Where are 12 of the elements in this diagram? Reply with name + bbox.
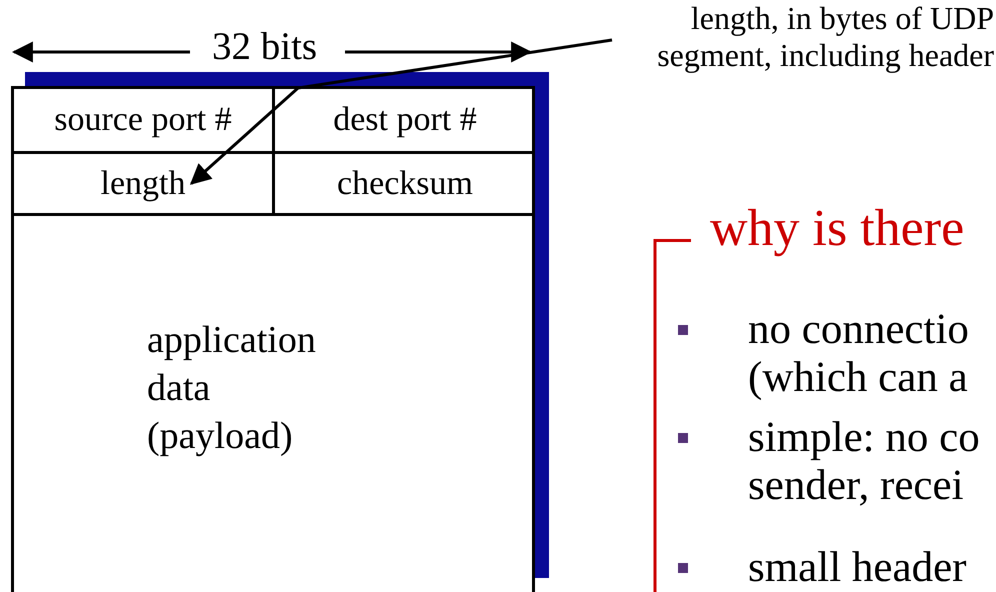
header-field: source port # [14, 89, 272, 151]
header-field: checksum [272, 151, 535, 213]
bullet-text: simple: no co sender, recei [748, 414, 981, 510]
bullet-text: small header [748, 544, 968, 592]
heading: why is there [710, 199, 964, 258]
annotation-text: length, in bytes of UDP segment, including header [612, 0, 994, 74]
dimension-label: 32 bits [212, 24, 318, 69]
header-field: length [14, 151, 272, 213]
leader-arrow [190, 38, 612, 185]
header-field: dest port # [272, 89, 535, 151]
segment-box [11, 86, 535, 592]
payload-field: application data (payload) [14, 213, 535, 592]
